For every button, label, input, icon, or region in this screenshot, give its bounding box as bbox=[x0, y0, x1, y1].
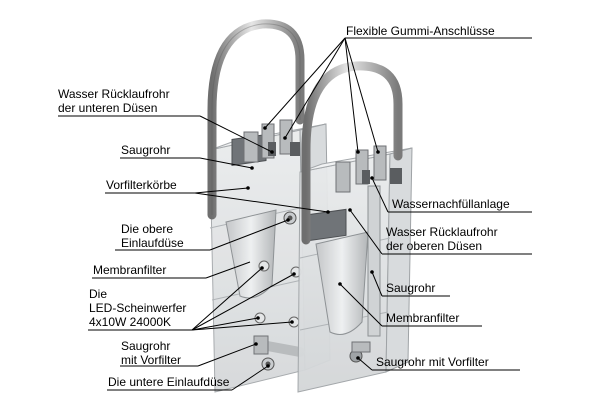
label-water-refill-system: Wassernachfüllanlage bbox=[392, 197, 510, 211]
label-return-pipe-upper-nozzles-line2: der oberen Düsen bbox=[386, 239, 483, 253]
label-membrane-filter-left: Membranfilter bbox=[93, 263, 167, 277]
label-led-line3: 4x10W 24000K bbox=[89, 315, 172, 329]
right-filter-module bbox=[297, 61, 413, 393]
label-suction-pipe-right: Saugrohr bbox=[386, 281, 436, 295]
label-membrane-filter-right: Membranfilter bbox=[386, 311, 460, 325]
prefilter-basket-right bbox=[309, 208, 347, 242]
label-suction-pipe-left: Saugrohr bbox=[121, 143, 171, 157]
label-return-pipe-upper-nozzles-line1: Wasser Rücklaufrohr bbox=[386, 225, 498, 239]
label-upper-inlet-nozzle-line1: Die obere bbox=[121, 222, 174, 236]
label-lower-inlet-nozzle: Die untere Einlaufdüse bbox=[108, 375, 230, 389]
handle-pipe-left bbox=[207, 19, 305, 220]
handle-pipe-right bbox=[301, 61, 403, 245]
label-flexible-rubber-connections: Flexible Gummi-Anschlüsse bbox=[346, 24, 495, 38]
label-led-line1: Die bbox=[89, 287, 108, 301]
label-return-pipe-lower-nozzles-line1: Wasser Rücklaufrohr bbox=[58, 87, 170, 101]
membrane-filter-left bbox=[225, 209, 277, 299]
label-suction-prefilter-left-line2: mit Vorfilter bbox=[121, 353, 182, 367]
label-led-line2: LED-Scheinwerfer bbox=[89, 301, 187, 315]
label-upper-inlet-nozzle-line2: Einlaufdüse bbox=[121, 236, 184, 250]
label-suction-prefilter-left-line1: Saugrohr bbox=[121, 339, 171, 353]
leader-lines bbox=[58, 37, 532, 391]
label-prefilter-baskets: Vorfilterkörbe bbox=[106, 178, 177, 192]
label-return-pipe-lower-nozzles-line2: der unteren Düsen bbox=[58, 101, 158, 115]
label-suction-prefilter-right: Saugrohr mit Vorfilter bbox=[376, 355, 489, 369]
membrane-filter-right bbox=[315, 231, 369, 335]
